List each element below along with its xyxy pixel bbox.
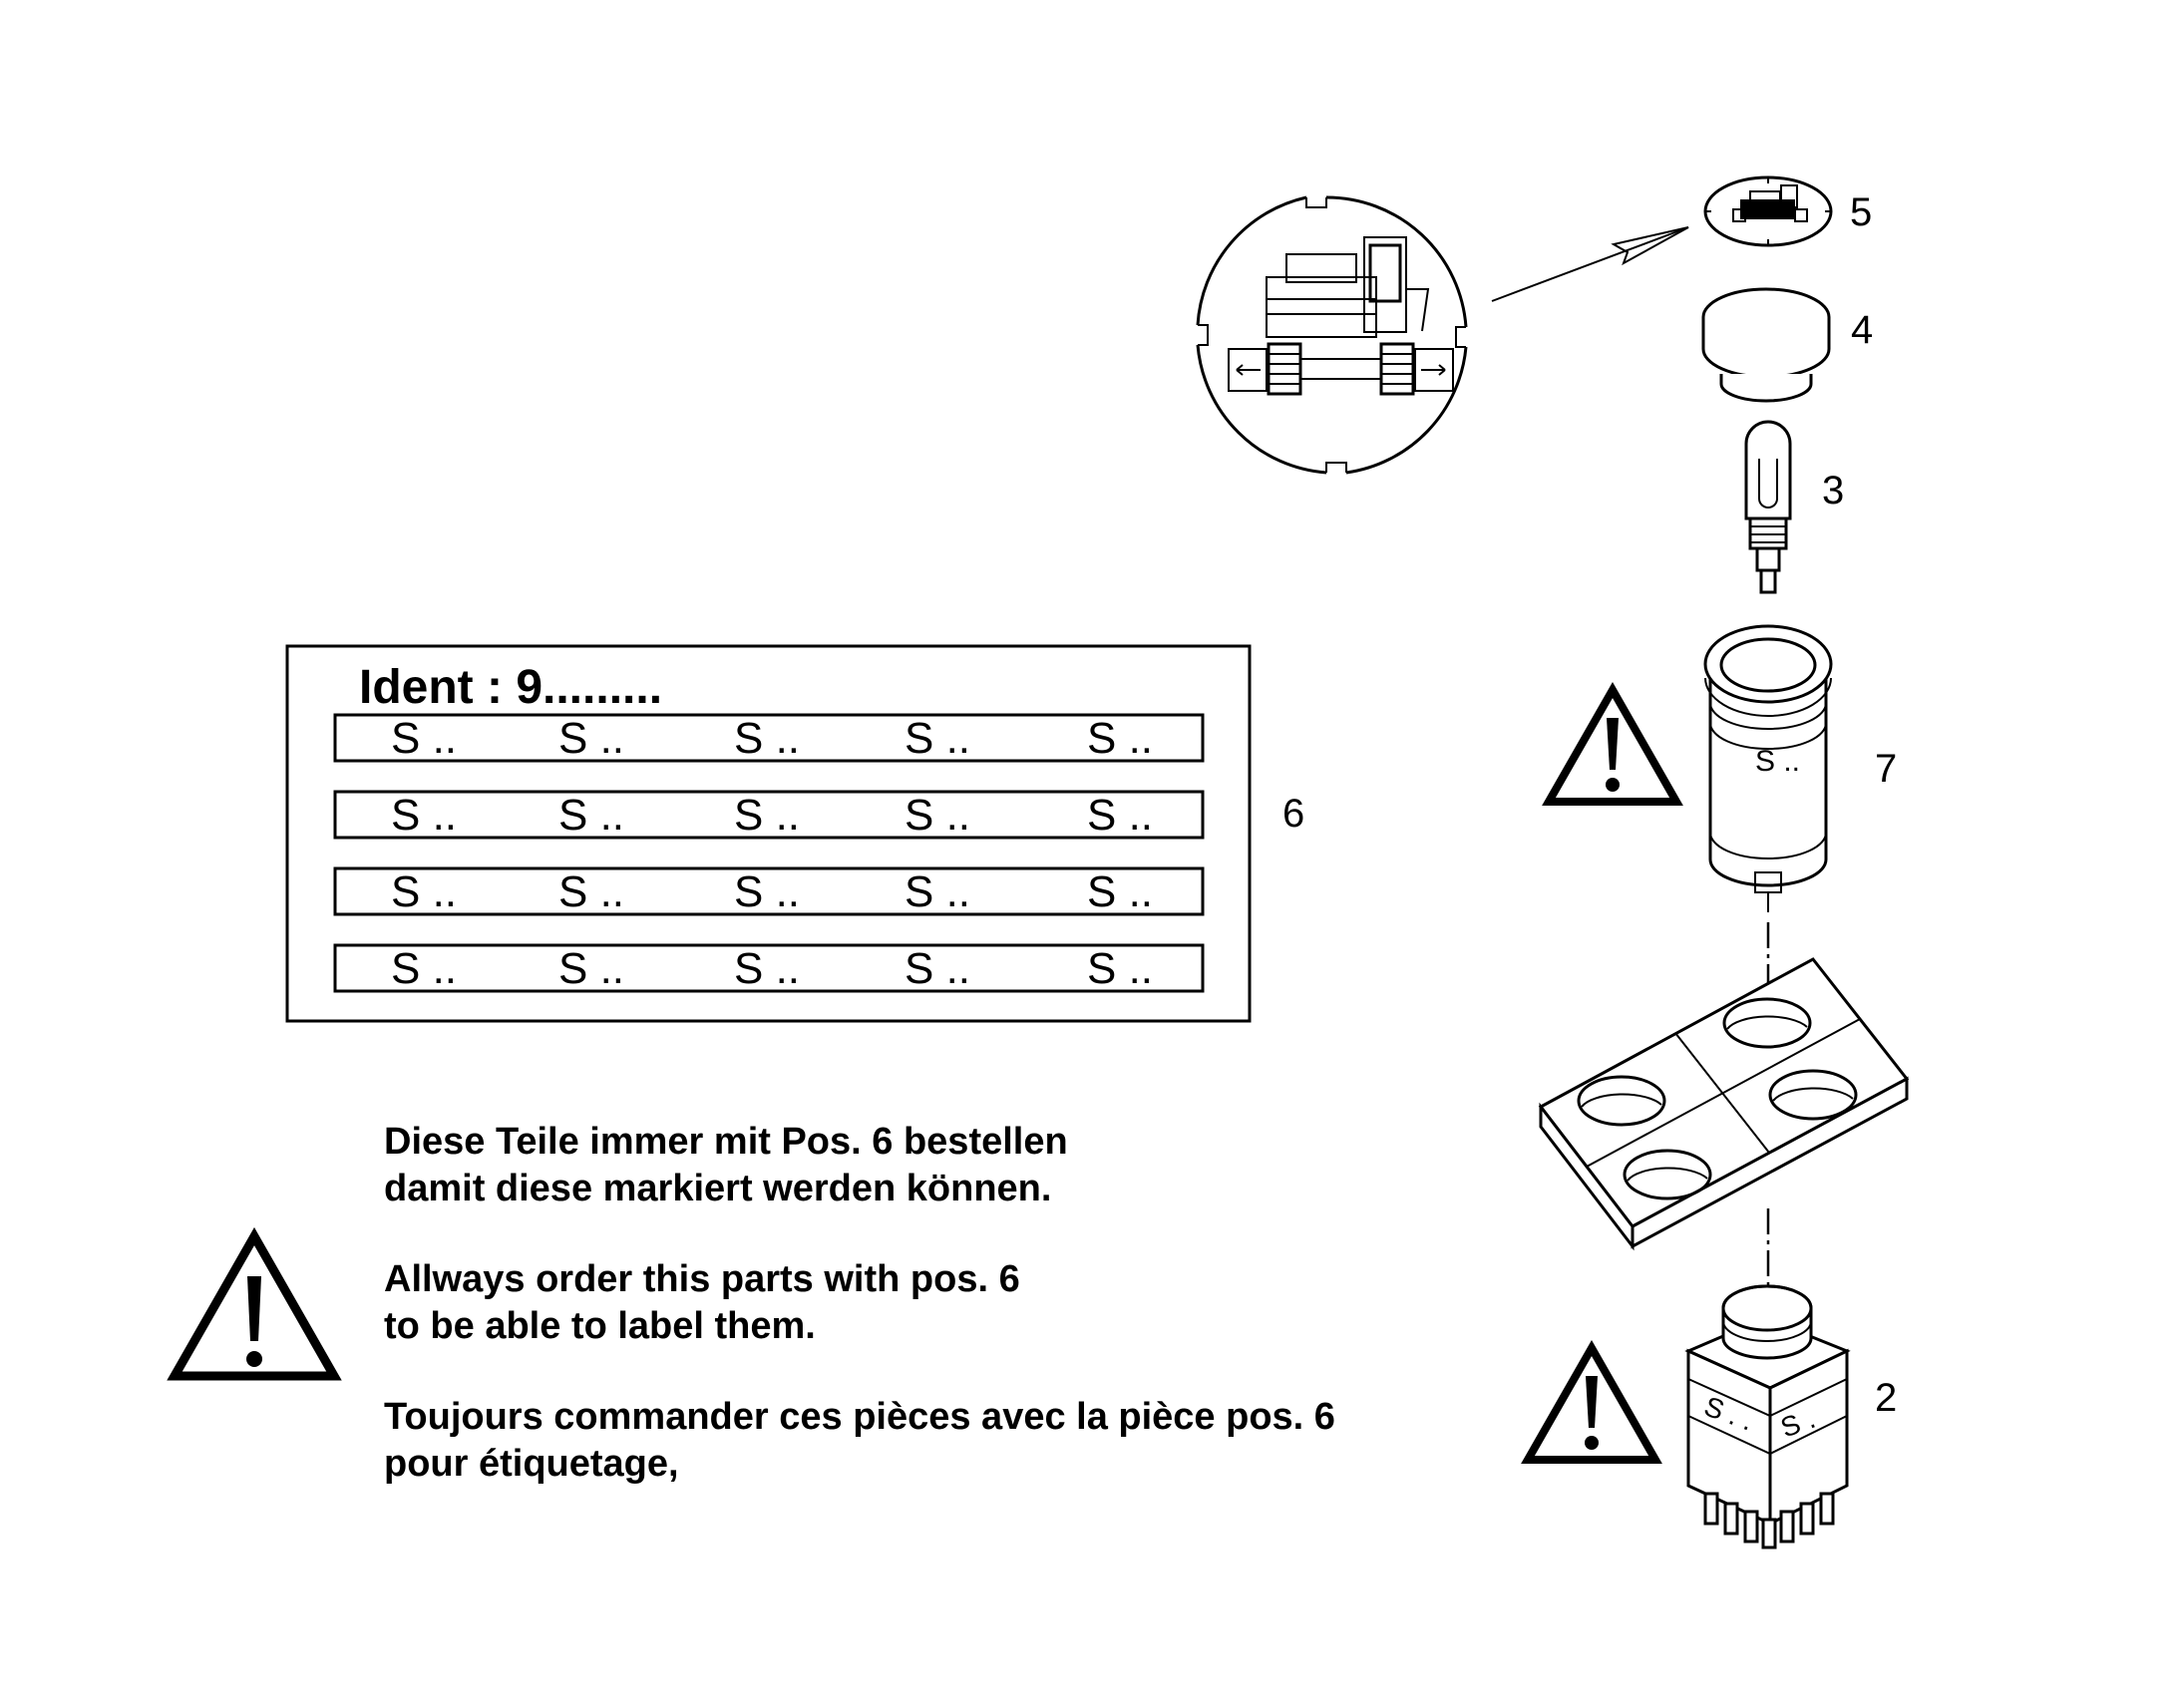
label-slot: S .. (558, 714, 624, 763)
warning-triangle-icon (167, 1226, 342, 1381)
note-fr-line1: Toujours commander ces pièces avec la pi… (384, 1396, 1335, 1438)
part-5-symbol-lens (1703, 175, 1833, 247)
part-4-cap (1701, 287, 1831, 403)
label-slot: S .. (391, 791, 457, 840)
callout-2: 2 (1875, 1376, 1897, 1420)
label-slot: S .. (734, 714, 800, 763)
label-slot: S .. (558, 944, 624, 993)
label-slot-rows: S .. S .. S .. S .. S .. S .. S .. S .. S .. S ..… (333, 713, 1205, 993)
callout-4: 4 (1851, 308, 1873, 352)
callout-5: 5 (1850, 190, 1872, 234)
label-slot: S .. (1087, 867, 1153, 916)
excavator-symbol-icon (1196, 195, 1468, 475)
label-slot: S .. (734, 944, 800, 993)
callout-3: 3 (1822, 469, 1844, 512)
label-row (333, 866, 1205, 916)
part-7-switch-housing: S .. (1703, 624, 1833, 912)
label-slot: S .. (558, 791, 624, 840)
callout-7: 7 (1875, 747, 1897, 791)
order-notes: Diese Teile immer mit Pos. 6 bestellen d… (384, 1121, 1335, 1485)
label-slot: S .. (391, 867, 457, 916)
label-slot: S .. (1087, 791, 1153, 840)
label-slot: S .. (905, 791, 970, 840)
label-slot: S .. (734, 791, 800, 840)
label-panel: Ident : 9......... S ..S ..S ..S ..S ..S… (285, 644, 1252, 1023)
label-slot: S .. (1087, 944, 1153, 993)
label-row (333, 790, 1205, 840)
note-de-line1: Diese Teile immer mit Pos. 6 bestellen (384, 1121, 1068, 1163)
label-slot: S .. (905, 944, 970, 993)
callout-6: 6 (1282, 792, 1304, 836)
label-slot: S .. (905, 714, 970, 763)
pointer-arrow (1491, 226, 1689, 302)
label-slot: S .. (905, 867, 970, 916)
label-slot: S .. (391, 944, 457, 993)
part-3-bulb (1744, 420, 1792, 594)
label-slot: S .. (1087, 714, 1153, 763)
label-slot: S .. (734, 867, 800, 916)
warning-triangle-icon (1542, 681, 1683, 806)
note-en-line1: Allways order this parts with pos. 6 (384, 1258, 1020, 1300)
mounting-plate (1538, 957, 1910, 1251)
note-de-line2: damit diese markiert werden können. (384, 1168, 1051, 1209)
part-2-switch-body: S . . S . (1684, 1284, 1851, 1549)
note-fr-line2: pour étiquetage, (384, 1443, 679, 1485)
label-panel-ident: Ident : 9......... (359, 661, 662, 714)
label-row (333, 943, 1205, 993)
label-slot: S .. (391, 714, 457, 763)
label-slot: S .. (558, 867, 624, 916)
part-7-marking: S .. (1755, 745, 1800, 778)
warning-triangle-icon (1521, 1339, 1662, 1464)
note-en-line2: to be able to label them. (384, 1305, 816, 1347)
label-row (333, 713, 1205, 763)
